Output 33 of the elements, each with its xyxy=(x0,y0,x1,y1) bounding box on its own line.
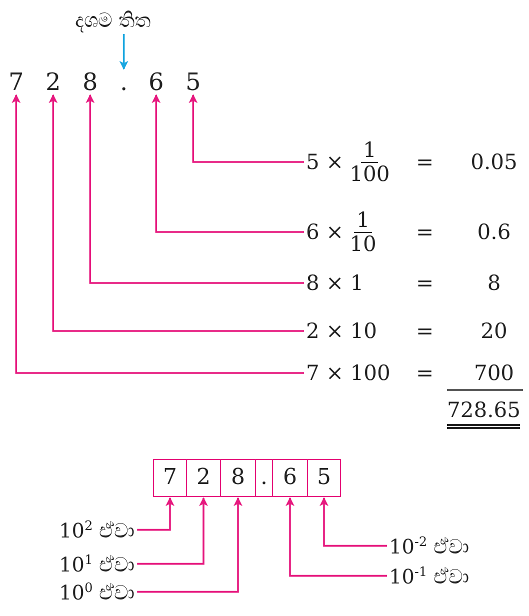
digit-cell: 7 xyxy=(153,459,187,497)
place-value-label: 10$^{0}$ ඒවා xyxy=(59,582,136,602)
place-value-label: 10$^{1}$ ඒවා xyxy=(59,554,136,574)
place-value-label: 10$^{-1}$ ඒවා xyxy=(389,566,470,586)
arrow xyxy=(320,497,387,547)
digit: 7 xyxy=(8,70,24,94)
arrow xyxy=(48,94,304,332)
digit-cell: 2 xyxy=(186,459,221,497)
arrow xyxy=(86,94,304,284)
arrow xyxy=(137,497,174,531)
digit-cell: 6 xyxy=(272,459,308,497)
digit: 8 xyxy=(82,70,98,94)
arrow xyxy=(119,34,128,70)
place-value-label: 10$^{2}$ ඒවා xyxy=(59,520,136,540)
digit: . xyxy=(120,70,128,94)
digit-cell: . xyxy=(255,459,273,497)
arrow xyxy=(137,497,242,593)
place-value-expression: 8 × 1 = 8 xyxy=(306,272,529,294)
arrow xyxy=(286,497,387,577)
total-value: 728.65 xyxy=(447,400,520,429)
place-value-expression: 2 × 10 = 20 xyxy=(306,320,529,342)
arrow xyxy=(152,94,304,233)
place-value-label: 10$^{-2}$ ඒවා xyxy=(389,536,470,556)
digit-cell: 8 xyxy=(220,459,256,497)
decimal-point-label: දශම තිත xyxy=(75,10,150,30)
arrow xyxy=(137,497,208,565)
digit: 2 xyxy=(46,70,61,94)
digit: 5 xyxy=(186,70,201,94)
digit: 6 xyxy=(148,70,164,94)
digit-cell: 5 xyxy=(307,459,341,497)
arrow xyxy=(188,94,304,163)
place-value-expression: 7 × 100 = 700 xyxy=(306,362,529,384)
arrow xyxy=(12,94,304,374)
